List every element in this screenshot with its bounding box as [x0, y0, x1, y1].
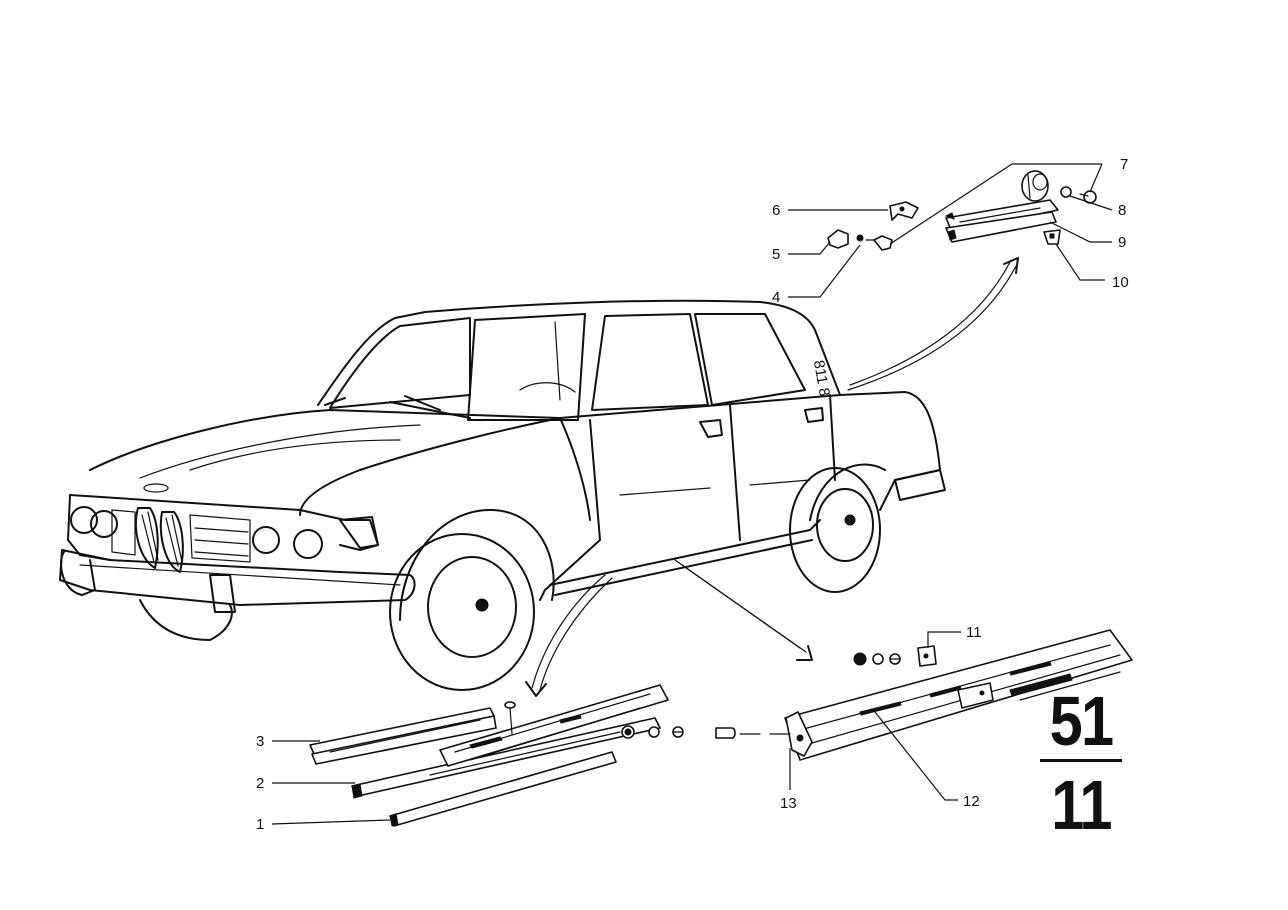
subgroup-number: 11 — [1051, 766, 1112, 844]
callout-5: 5 — [772, 246, 780, 263]
sill-parts-left — [309, 684, 761, 827]
callout-8: 8 — [1118, 202, 1126, 219]
callout-7: 7 — [1120, 156, 1128, 173]
callout-3: 3 — [256, 733, 264, 750]
callout-10: 10 — [1112, 274, 1129, 291]
roof-parts — [827, 170, 1097, 251]
callout-11: 11 — [966, 624, 982, 641]
callout-13: 13 — [780, 795, 797, 812]
callout-12: 12 — [963, 793, 980, 810]
pointer-arrows — [525, 257, 1019, 697]
group-number: 51 — [1049, 682, 1114, 760]
callout-2: 2 — [256, 775, 264, 792]
callout-4: 4 — [772, 289, 780, 306]
callout-1: 1 — [256, 816, 264, 833]
callout-9: 9 — [1118, 234, 1126, 251]
callout-6: 6 — [772, 202, 780, 219]
part-13-end-piece — [785, 711, 813, 757]
car-illustration: 811 8 — [59, 299, 946, 691]
svg-text:811 8: 811 8 — [810, 359, 833, 398]
part-5-nut — [827, 229, 849, 249]
group-divider — [1040, 759, 1122, 762]
sill-parts-right — [769, 629, 1133, 761]
callout-leaders — [271, 163, 1113, 825]
callout-labels: 1 2 3 4 5 6 7 8 9 10 11 12 13 — [256, 156, 1129, 833]
part-6-clip — [889, 201, 919, 221]
